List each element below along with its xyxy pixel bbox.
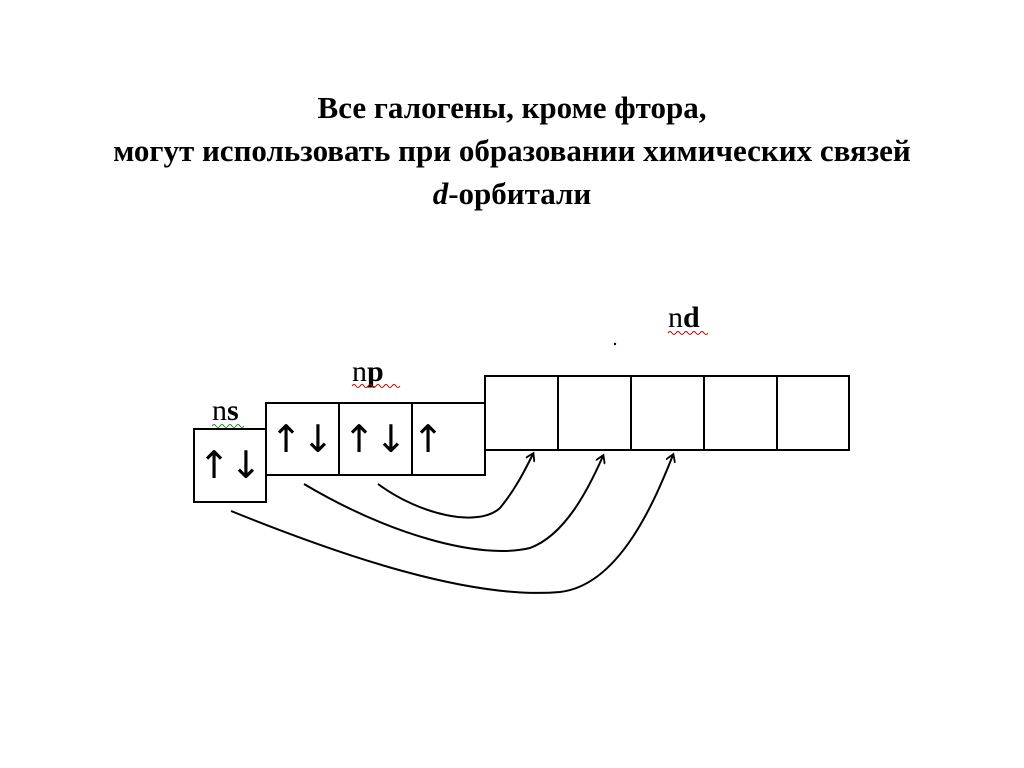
title-d-letter: d — [432, 176, 449, 211]
title-orbitals-word: -орбитали — [448, 176, 592, 211]
nd-orbital-box-4 — [703, 375, 778, 451]
np-electrons-2: ↑↓ — [343, 417, 407, 461]
stray-dot — [613, 342, 617, 346]
arrow-np-to-nd1 — [377, 454, 533, 519]
nd-orbital-box-5 — [776, 375, 850, 451]
ns-label: ns — [212, 394, 239, 427]
title-line-1: Все галогены, кроме фтора, — [317, 90, 707, 125]
promotion-arrows — [230, 454, 673, 594]
nd-label-underline — [667, 331, 709, 335]
np-orbitals: ↑↓ ↑↓ ↑ — [265, 402, 486, 476]
slide-title: Все галогены, кроме фтора, могут использ… — [0, 86, 1024, 215]
title-line-2: могут использовать при образовании химич… — [113, 133, 911, 168]
nd-orbital-box-3 — [630, 375, 705, 451]
title-line-3: d-орбитали — [0, 172, 1024, 215]
nd-orbital-box-2 — [557, 375, 632, 451]
np-electrons-3: ↑ — [412, 417, 444, 461]
ns-label-underline — [211, 424, 245, 428]
nd-orbitals — [484, 375, 850, 451]
nd-label: nd — [668, 301, 700, 334]
np-label-underline — [351, 384, 401, 388]
ns-orbital-box — [193, 428, 267, 503]
np-label: np — [352, 355, 384, 388]
arrow-ns-to-nd3 — [230, 455, 673, 594]
np-electrons-1: ↑↓ — [270, 417, 334, 461]
nd-orbital-box-1 — [484, 375, 559, 451]
np-orbital-box-2 — [338, 402, 413, 476]
ns-electrons: ↑↓ — [198, 443, 262, 487]
arrow-np-to-nd2 — [303, 456, 603, 552]
